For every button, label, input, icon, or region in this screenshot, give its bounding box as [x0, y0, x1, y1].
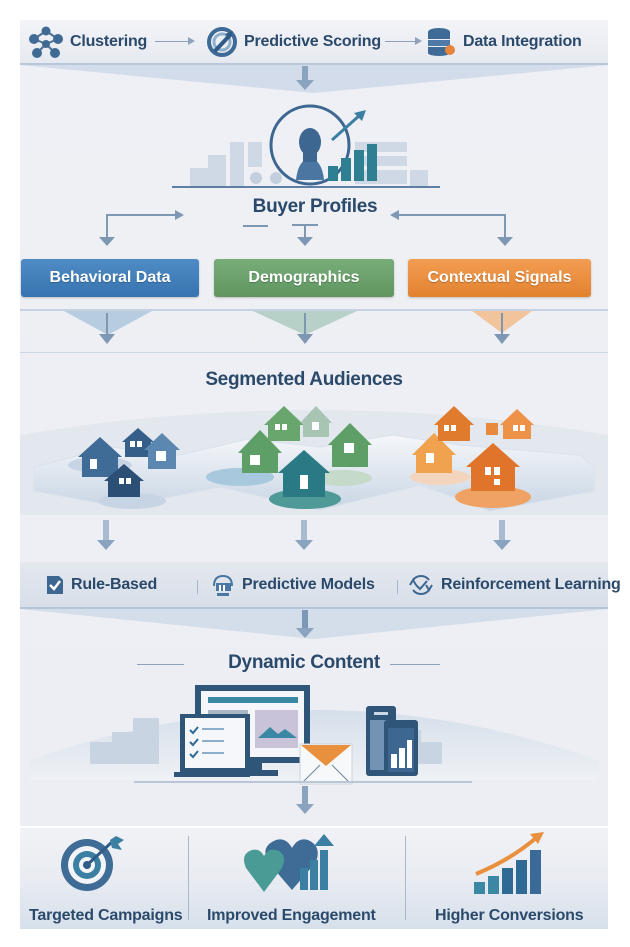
green-segment: [206, 406, 372, 509]
flow-arrow-down: [493, 520, 511, 550]
model-icon: [213, 574, 233, 596]
separator: [397, 580, 398, 594]
divider: [134, 781, 472, 783]
gauge-arrow-icon: [207, 26, 237, 57]
buyer-profiles-title: Buyer Profiles: [252, 196, 378, 217]
top-bar: Clustering Predictive Scoring Data Integ…: [20, 20, 608, 65]
flow-arrow-down: [97, 520, 115, 550]
category-contextual-signals: Contextual Signals: [408, 259, 591, 297]
funnel-shape: [20, 609, 608, 639]
hearts-growth-icon: [244, 834, 334, 892]
segment-houses-illustration: [20, 406, 608, 515]
methods-strip: Rule-Based Predictive Models Reinforceme…: [20, 562, 621, 609]
method-rule-based: Rule-Based: [45, 562, 157, 607]
target-icon: [61, 836, 124, 891]
checkbox-icon: [47, 575, 63, 594]
top-item-clustering: Clustering: [28, 20, 147, 63]
method-predictive-models: Predictive Models: [210, 562, 375, 607]
multi-device-icon: [30, 685, 598, 785]
title-rule-right: [390, 664, 440, 665]
outcomes-panel: Targeted Campaigns Improved Engagement H…: [20, 826, 608, 929]
category-label: Contextual Signals: [427, 269, 572, 286]
divider: [20, 352, 608, 353]
growth-chart-icon: [474, 832, 544, 894]
top-item-predictive-scoring: Predictive Scoring: [206, 20, 381, 63]
segmented-audiences-title: Segmented Audiences: [205, 369, 403, 390]
method-label: Rule-Based: [71, 575, 158, 593]
category-demographics: Demographics: [214, 259, 394, 297]
user-profile-growth-icon: [172, 104, 440, 188]
method-label: Predictive Models: [242, 575, 375, 593]
connector-arrow: [385, 37, 422, 45]
method-label: Reinforcement Learning: [441, 575, 621, 593]
top-item-label: Predictive Scoring: [244, 32, 381, 50]
flow-arrow-down: [99, 313, 115, 344]
distribution-arrows: [99, 210, 513, 246]
funnel-blue: [64, 311, 152, 335]
divider: [20, 309, 608, 311]
blue-segment: [68, 428, 180, 509]
outcome-label: Targeted Campaigns: [29, 907, 183, 924]
separator: [188, 836, 189, 920]
dynamic-content-title: Dynamic Content: [228, 652, 380, 673]
flow-arrow-down: [297, 313, 313, 344]
flow-arrow-down: [295, 520, 313, 550]
top-item-label: Data Integration: [463, 32, 582, 50]
flow-arrow-down: [494, 313, 510, 344]
category-label: Behavioral Data: [49, 269, 171, 286]
outcome-label: Improved Engagement: [207, 907, 376, 924]
separator: [405, 836, 406, 920]
separator: [197, 580, 198, 594]
funnel-shape: [20, 65, 608, 93]
category-label: Demographics: [248, 269, 360, 286]
connector-arrow: [155, 37, 195, 45]
orange-segment: [410, 406, 534, 508]
network-cluster-icon: [29, 26, 63, 58]
top-item-label: Clustering: [70, 32, 148, 50]
method-reinforcement-learning: Reinforcement Learning: [407, 562, 621, 607]
outcome-label: Higher Conversions: [435, 907, 584, 924]
flow-arrow-down: [296, 610, 314, 638]
flow-arrow-down: [296, 66, 314, 90]
flow-arrow-down: [296, 786, 314, 814]
database-icon: [428, 27, 455, 56]
top-item-data-integration: Data Integration: [425, 20, 582, 63]
cycle-check-icon: [409, 574, 433, 595]
category-behavioral-data: Behavioral Data: [21, 259, 199, 297]
title-rule-left: [137, 664, 184, 665]
